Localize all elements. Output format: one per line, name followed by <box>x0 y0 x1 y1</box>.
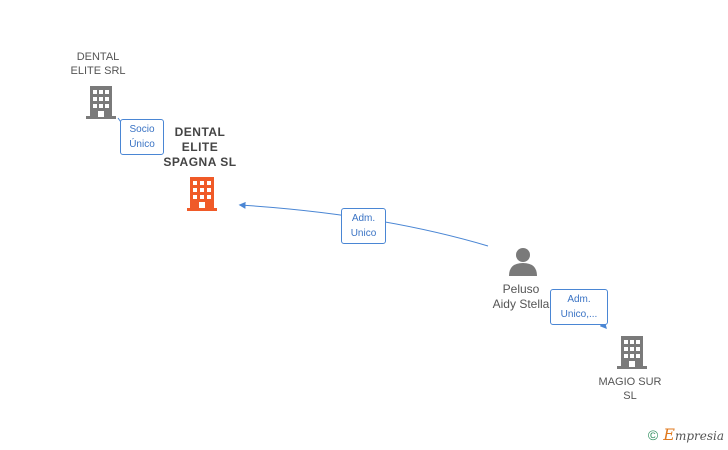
person-icon[interactable] <box>507 246 539 276</box>
brand-logo: Empresia <box>663 425 724 444</box>
brand-name: mpresia <box>674 429 724 443</box>
edge-label-line: Adm. <box>351 213 376 224</box>
brand-initial: E <box>663 425 675 444</box>
edge-label-line: Unico <box>350 228 377 239</box>
edge-label-adm-unico-2[interactable]: Adm. Unico,... <box>550 289 608 325</box>
building-icon[interactable] <box>185 175 219 213</box>
node-label-magio-sur[interactable]: MAGIO SUR SL <box>598 376 662 402</box>
building-icon[interactable] <box>615 334 649 370</box>
node-label-dental-elite-spagna[interactable]: DENTAL ELITE SPAGNA SL <box>163 125 237 169</box>
building-icon[interactable] <box>84 84 118 120</box>
edge-label-line: Único <box>129 139 155 150</box>
edge-label-line: Unico,... <box>560 309 598 320</box>
edge-label-line: Socio <box>129 124 155 135</box>
footer-brand: © Empresia <box>648 425 724 444</box>
edge-label-socio-unico[interactable]: Socio Único <box>120 119 164 155</box>
node-label-dental-elite-srl[interactable]: DENTAL ELITE SRL <box>70 51 126 77</box>
node-label-peluso[interactable]: Peluso Aidy Stella <box>492 282 550 311</box>
copyright-icon: © <box>647 426 659 443</box>
edge-label-adm-unico[interactable]: Adm. Unico <box>341 208 386 244</box>
edge-label-line: Adm. <box>567 294 591 305</box>
